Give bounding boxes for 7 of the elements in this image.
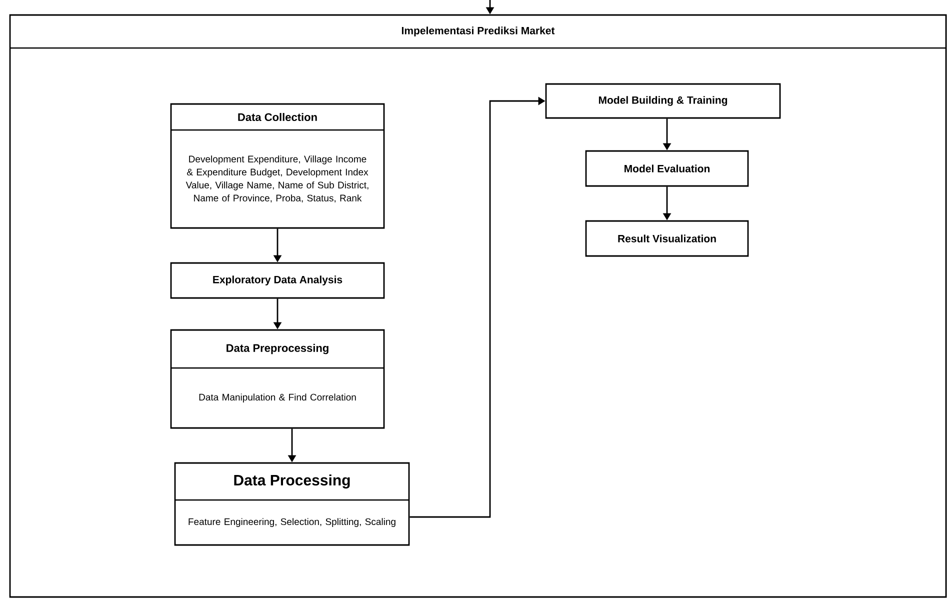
process-box: Model Building & Training — [545, 83, 781, 119]
process-box: Data Collection Development Expenditure, Village Income & Expenditure Budget, Development Index Value, Village Name, Name of Sub District, Name of Province, Proba, Status, Rank — [170, 103, 385, 229]
process-box: Result Visualization — [585, 220, 749, 257]
process-box: Data Preprocessing Data Manipulation & Find Correlation — [170, 329, 385, 429]
process-box: Data Processing Feature Engineering, Selection, Splitting, Scaling — [174, 462, 410, 546]
process-box: Exploratory Data Analysis — [170, 262, 385, 299]
process-box: Model Evaluation — [585, 150, 749, 187]
